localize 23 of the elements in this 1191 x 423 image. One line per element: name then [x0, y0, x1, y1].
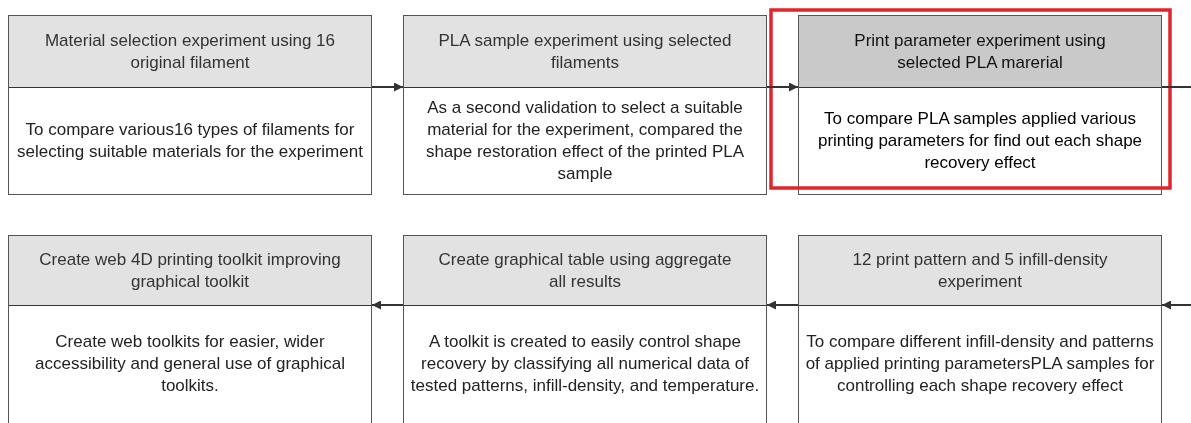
card-heading: Print parameter experiment using selected PLA marerial [853, 29, 1107, 74]
card-description: To compare various16 types of filaments for selecting suitable materials for the experiment [16, 119, 364, 163]
card-heading: Create web 4D printing toolkit improving graphical toolkit [38, 248, 342, 293]
arrow [371, 300, 404, 310]
process-card [8, 235, 372, 423]
card-description: Create web toolkits for easier, wider accessibility and general use of graphical toolkits. [34, 331, 346, 397]
process-card [798, 15, 1162, 195]
card-heading: PLA sample experiment using selected filaments [437, 29, 733, 74]
process-card [798, 235, 1162, 423]
card-description: To compare different infill-density and patterns of applied printing parametersPLA samples for controlling each shape recovery effect [804, 331, 1156, 397]
card-heading: 12 print pattern and 5 infill-density experiment [851, 248, 1109, 293]
card-heading: Material selection experiment using 16 original filament [43, 29, 337, 74]
card-heading: Create graphical table using aggregate all results [437, 248, 733, 293]
arrow [371, 82, 404, 92]
process-card [403, 235, 767, 423]
card-description: To compare PLA samples applied various printing parameters for find out each shape recovery effect [816, 108, 1144, 174]
process-card [403, 15, 767, 195]
card-description: As a second validation to select a suitable material for the experiment, compared the shape restoration effect of the printed PLA sample [424, 97, 746, 185]
process-card [8, 15, 372, 195]
card-description: A toolkit is created to easily control shape recovery by classifying all numerical data of tested patterns, infill-density, and temperature. [409, 331, 761, 397]
arrow [766, 300, 799, 310]
arrow [1161, 300, 1191, 310]
arrow [766, 82, 799, 92]
